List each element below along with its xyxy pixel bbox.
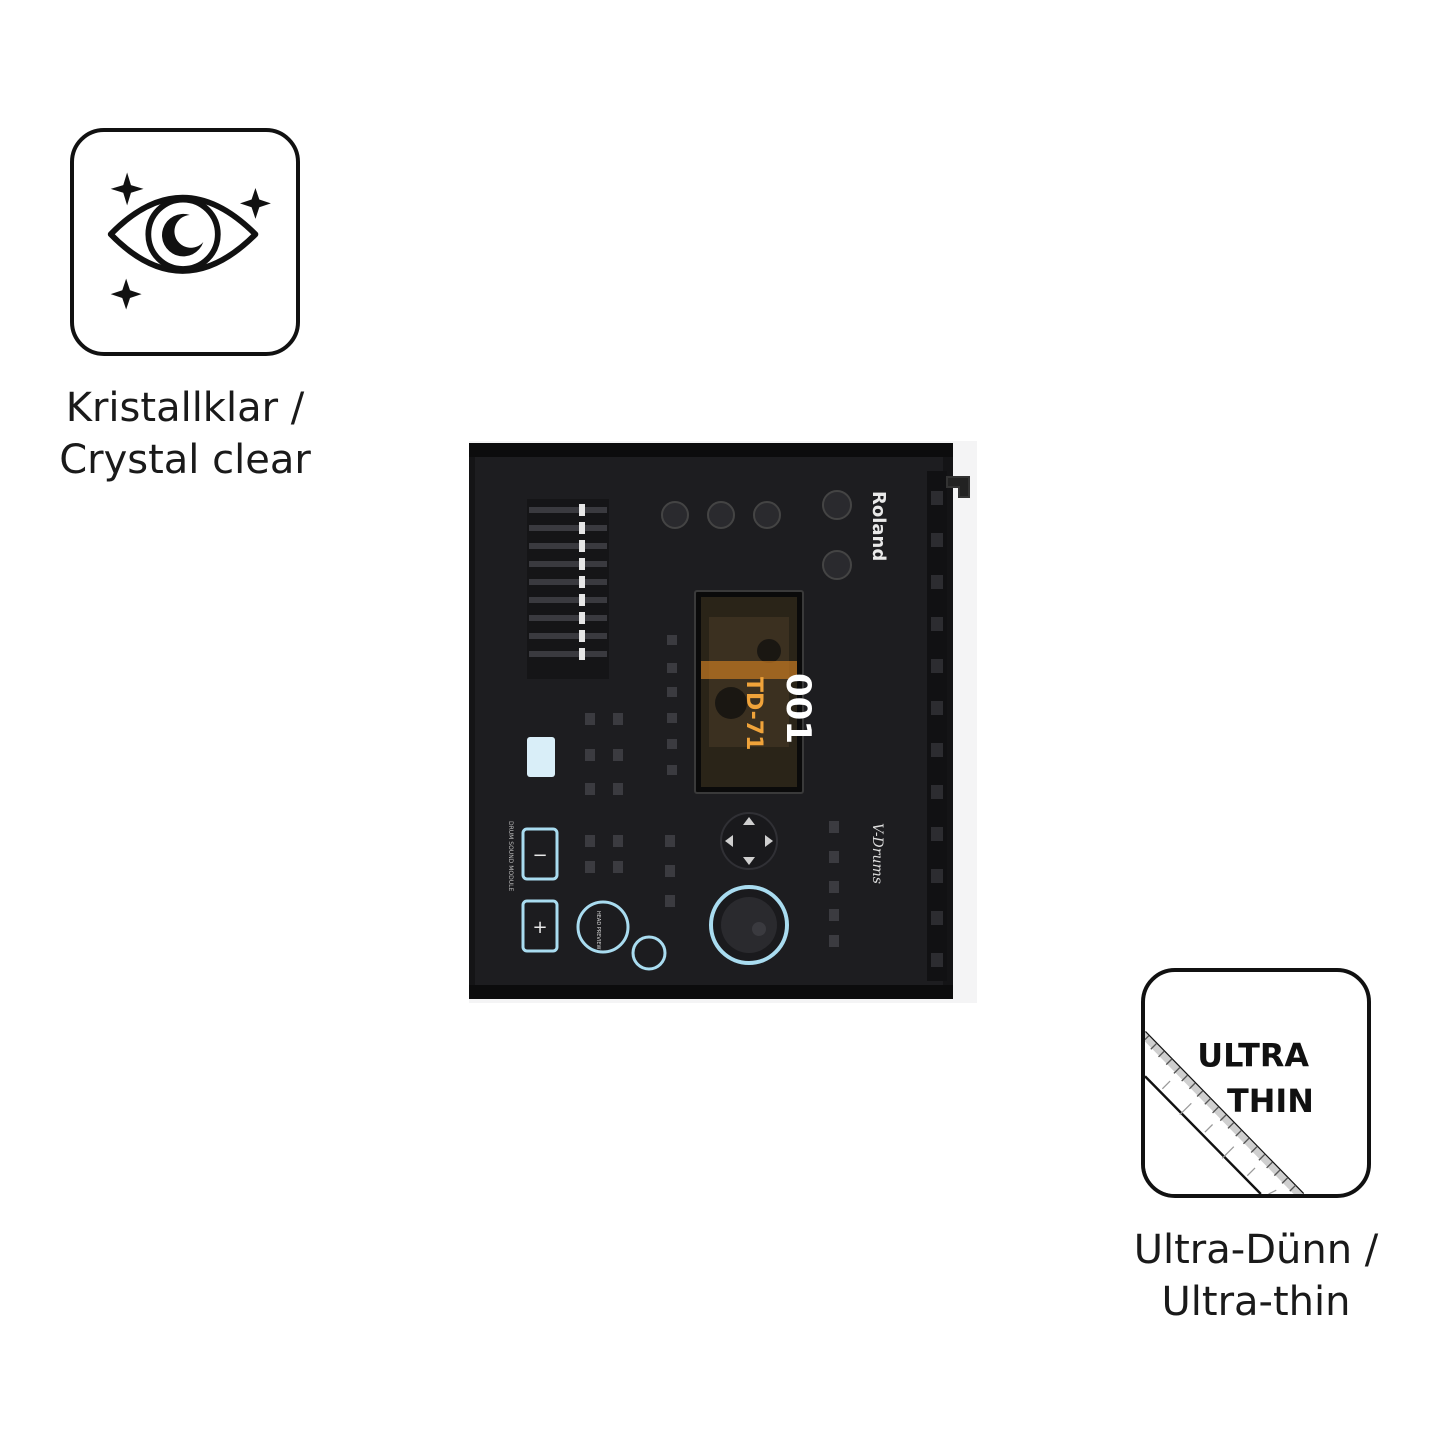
feature-crystal-clear: Kristallklar / Crystal clear [40, 128, 330, 486]
value-dial [709, 885, 789, 965]
crystal-clear-eye-icon [107, 172, 271, 310]
kit-buttons [585, 713, 839, 947]
cursor-pad [720, 812, 778, 870]
caption-german: Kristallklar / [65, 385, 305, 431]
svg-text:+: + [532, 917, 547, 938]
group-faders [527, 499, 609, 679]
drum-module-product-image: Roland V-Drums DRUM SOUND MODULE 001 TD-… [469, 441, 977, 1003]
series-label: V-Drums [869, 823, 885, 884]
thin-label: THIN [1227, 1082, 1314, 1120]
caption-english: Ultra-thin [1161, 1279, 1351, 1325]
screen-kit: TD-71 [741, 677, 766, 750]
small-round-button [631, 935, 667, 971]
svg-text:−: − [532, 845, 547, 866]
module-display: 001 TD-71 [694, 590, 818, 794]
caption-english: Crystal clear [59, 437, 311, 483]
screen-number: 001 [778, 673, 818, 744]
ultra-thin-caption: Ultra-Dünn / Ultra-thin [1108, 1224, 1404, 1328]
caption-german: Ultra-Dünn / [1133, 1227, 1379, 1273]
crystal-clear-caption: Kristallklar / Crystal clear [40, 382, 330, 486]
brand-label: Roland [868, 491, 889, 561]
crystal-clear-badge [70, 128, 300, 356]
feature-ultra-thin: ULTRA THIN Ultra-Dünn / Ultra-thin [1108, 968, 1404, 1328]
drum-module-illustration: Roland V-Drums DRUM SOUND MODULE 001 TD-… [469, 443, 970, 999]
ultra-thin-badge: ULTRA THIN [1141, 968, 1371, 1198]
display-function-buttons [667, 635, 677, 775]
svg-text:HEAD PREVIEW: HEAD PREVIEW [595, 911, 601, 949]
model-label: DRUM SOUND MODULE [507, 821, 514, 891]
minus-button: − [521, 827, 559, 881]
ultra-label: ULTRA [1197, 1037, 1309, 1075]
ultra-thin-ruler-icon: ULTRA THIN [1145, 1031, 1314, 1194]
lit-pad [527, 737, 555, 777]
top-knobs [661, 490, 852, 580]
head-preview-button: HEAD PREVIEW [576, 900, 630, 954]
plus-button: + [521, 899, 559, 953]
